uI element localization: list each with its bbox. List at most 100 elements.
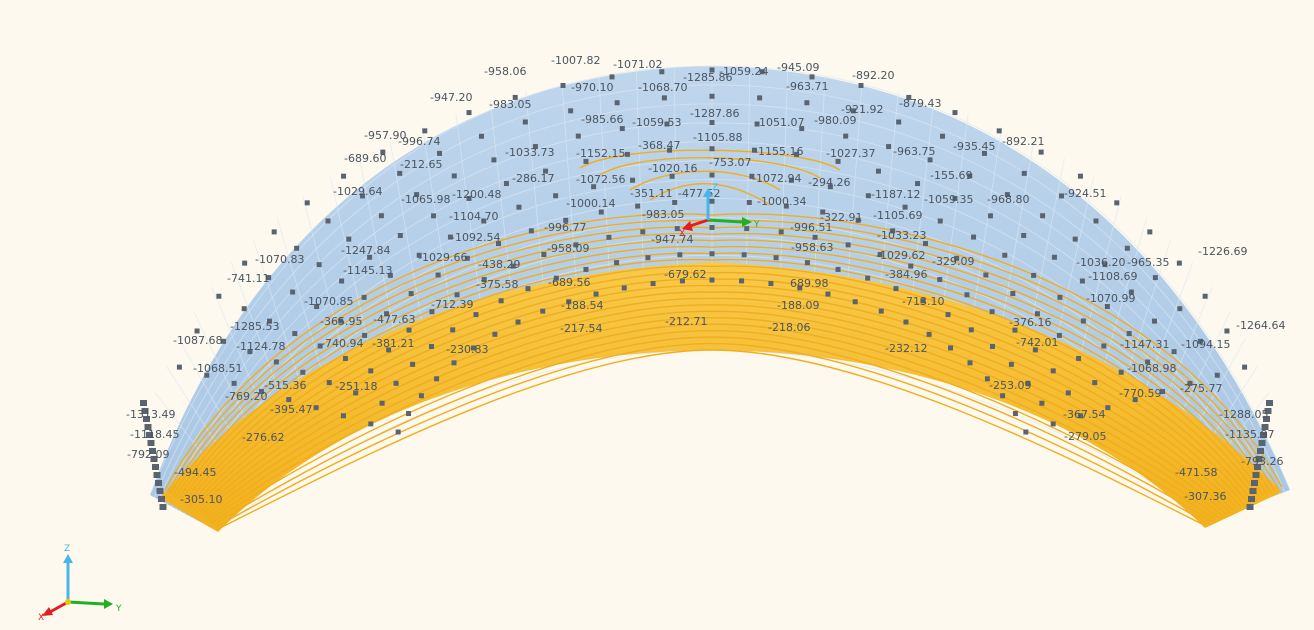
value-label: -689.60 [344,152,386,165]
node-marker [593,291,599,297]
node-marker [1126,331,1132,337]
node-marker [926,331,932,337]
value-label: -217.54 [560,322,602,335]
value-label: -155.69 [930,169,972,182]
node-marker [1012,327,1018,333]
contour-line [206,317,1224,520]
center-y-arrow-icon [742,217,752,227]
node-marker [1171,349,1177,355]
value-label: -1065.98 [401,193,450,206]
corner-x-arrow-icon [42,607,53,616]
center-x-arrow-icon [682,221,693,231]
corner-y-axis [67,600,105,606]
node-marker [968,327,974,333]
contour-line [219,349,1205,529]
value-label: -1108.69 [1088,270,1137,283]
node-marker [877,251,883,257]
value-label: -494.45 [174,466,216,479]
support-marker [1251,480,1258,486]
node-marker [516,204,522,210]
center-x-label: X [679,229,685,239]
node-marker [451,360,457,366]
node-marker [522,119,528,125]
node-marker [258,388,264,394]
node-marker [989,309,995,315]
support-marker [1252,472,1260,478]
value-label: -963.71 [786,80,828,93]
value-label: -1020.16 [648,162,697,175]
node-marker [515,319,521,325]
node-marker [414,192,420,198]
node-marker [1032,347,1038,353]
contour-line [201,304,1231,516]
node-marker [741,252,747,258]
support-marker [1266,400,1273,406]
node-marker [606,234,612,240]
support-marker [1248,496,1255,502]
value-label: -365.95 [320,315,362,328]
contour-line [193,284,1242,511]
node-marker [470,345,476,351]
node-marker [896,119,902,125]
node-marker [498,298,504,304]
node-marker [794,151,800,157]
contour-line [198,297,1235,515]
node-marker [379,400,385,406]
node-marker [635,203,641,209]
node-marker [937,277,943,283]
value-label: -1072.94 [752,172,801,185]
value-label: -230.83 [446,343,488,356]
node-marker [431,213,437,219]
value-label: -395.47 [270,403,312,416]
node-marker [890,228,896,234]
value-label: -1027.37 [826,147,875,160]
support-marker [144,424,152,430]
contour-line [214,336,1212,525]
value-label: -713.10 [902,295,944,308]
value-label: -1187.12 [871,188,920,201]
value-label: -286.17 [512,172,554,185]
node-marker [852,299,858,305]
node-marker [1152,275,1158,281]
value-label: -329.09 [932,255,974,268]
support-marker [155,480,162,486]
node-marker [749,173,755,179]
node-marker [855,217,861,223]
node-marker [406,411,412,417]
node-marker [451,173,457,179]
support-marker [1263,416,1270,422]
node-marker [952,195,958,201]
center-y-label: Y [753,220,760,230]
node-marker [669,173,675,179]
node-marker [1079,278,1085,284]
value-label: -307.36 [1184,490,1226,503]
node-marker [418,393,424,399]
support-marker [1258,440,1266,446]
node-marker [395,429,401,435]
node-marker [967,173,973,179]
node-marker [709,225,715,230]
node-marker [1197,338,1203,344]
value-label: -212.65 [400,158,442,171]
node-marker [672,199,678,205]
node-marker [773,255,779,261]
node-marker [614,100,620,106]
node-marker [380,149,386,155]
node-marker [541,251,547,257]
node-marker [304,200,310,206]
value-label: -792.09 [127,448,169,461]
node-marker [267,318,273,324]
node-marker [1202,293,1208,299]
value-label: -1051.07 [755,116,804,129]
node-marker [624,151,630,157]
value-label: -438.29 [478,258,520,271]
contour-line [177,245,1265,500]
node-marker [922,241,928,247]
node-marker [338,318,344,324]
node-marker [496,241,502,247]
value-label: -957.90 [364,129,406,142]
value-label: -935.45 [953,140,995,153]
node-marker [1031,272,1037,278]
